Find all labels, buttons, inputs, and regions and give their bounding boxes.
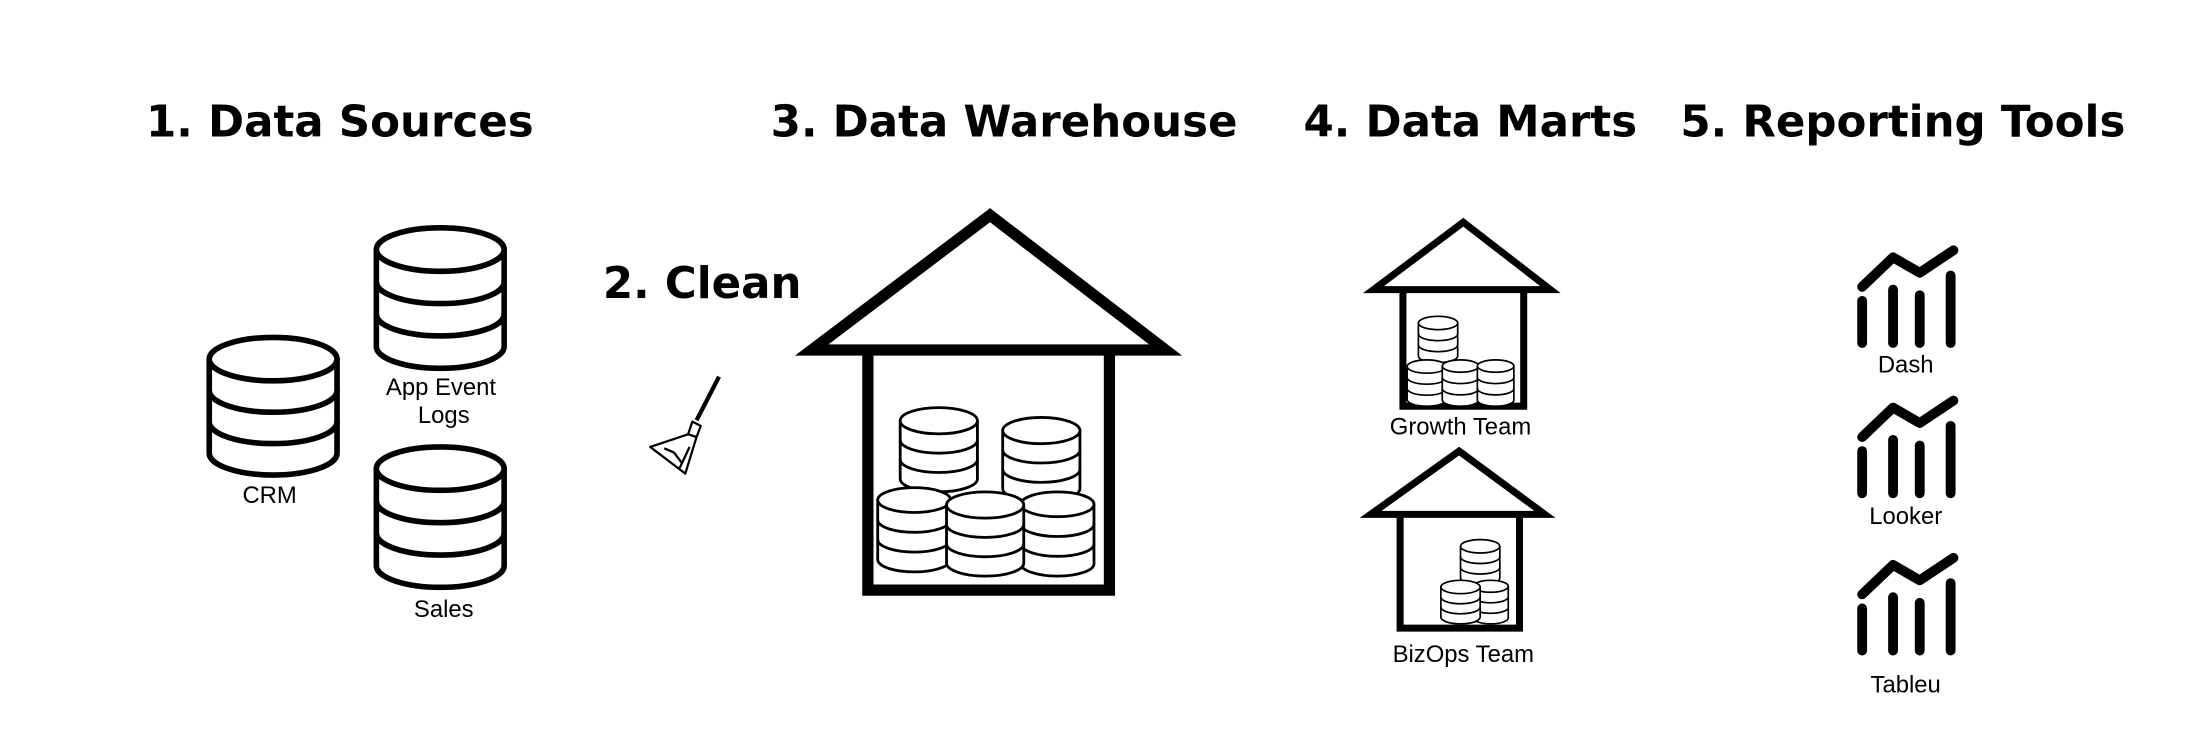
growth-database-4 [1476, 359, 1515, 408]
cylinder-band [1440, 606, 1482, 615]
mart-label-growth-team: Growth Team [1390, 413, 1531, 440]
broom-strands [663, 446, 691, 469]
broom-icon [649, 375, 721, 475]
chart-icon-dash [1857, 245, 1959, 348]
source-label-crm: CRM [242, 482, 296, 509]
warehouse-database-3 [876, 486, 953, 574]
cylinder-top [1440, 579, 1482, 595]
cylinder-top [373, 225, 507, 275]
cylinder-body [1440, 586, 1482, 625]
cylinder-top [1417, 315, 1459, 331]
broom-handle [694, 375, 721, 422]
cylinder-band [1459, 566, 1501, 575]
warehouse-database-5 [945, 490, 1026, 578]
trend-line [1857, 395, 1959, 443]
cylinder-body [1019, 502, 1096, 578]
tool-label-looker: Looker [1869, 503, 1942, 530]
warehouse-database-2 [1001, 416, 1082, 504]
mart-house-icon-bizops [1359, 446, 1556, 632]
cylinder-top [1441, 359, 1480, 374]
cylinder-band [206, 387, 340, 416]
cylinder-band [373, 498, 507, 526]
cylinder-band [1459, 555, 1501, 565]
cylinder-top [1406, 359, 1448, 375]
title-data-marts: 4. Data Marts [1304, 98, 1638, 148]
house-roof [794, 208, 1183, 356]
house-roof [1359, 446, 1556, 518]
warehouse-database-1 [898, 406, 979, 494]
trend-line [1857, 245, 1959, 292]
cylinder-top [1001, 416, 1082, 446]
trend-line [1857, 552, 1959, 600]
tool-label-dash: Dash [1878, 351, 1934, 378]
growth-database-2 [1406, 359, 1448, 408]
cylinder-top [206, 334, 340, 384]
growth-database-3 [1441, 359, 1480, 408]
source-label-app-event: App Event [386, 374, 496, 401]
database-icon-sales [373, 444, 507, 591]
cylinder-band [898, 457, 979, 474]
cylinder-body [945, 503, 1026, 578]
bizops-database-1 [1459, 538, 1501, 586]
cylinder-top [1476, 359, 1515, 374]
tool-label-tableu: Tableu [1871, 672, 1941, 699]
mart-label-bizops-team: BizOps Team [1393, 641, 1534, 668]
cylinder-band [945, 522, 1026, 539]
house-roof [1362, 217, 1561, 294]
database-icon-crm [206, 334, 340, 478]
house-walls [1396, 514, 1524, 632]
chart-icon-tableu [1857, 552, 1959, 656]
cylinder-band [373, 279, 507, 307]
cylinder-top [1459, 538, 1501, 554]
cylinder-body [373, 465, 507, 591]
cylinder-body [206, 356, 340, 478]
cylinder-band [373, 311, 507, 339]
cylinder-top [1019, 490, 1096, 519]
chart-icon-looker [1857, 395, 1959, 499]
bizops-database-3 [1440, 579, 1482, 625]
cylinder-band [1476, 376, 1515, 385]
cylinder-band [206, 419, 340, 447]
cylinder-band [1001, 467, 1082, 484]
cylinder-band [1476, 387, 1515, 396]
cylinder-band [1417, 344, 1459, 353]
cylinder-band [898, 438, 979, 455]
source-label-logs: Logs [418, 402, 470, 429]
cylinder-body [1476, 365, 1515, 408]
growth-database-1 [1417, 315, 1459, 364]
cylinder-band [1001, 448, 1082, 465]
title-data-warehouse: 3. Data Warehouse [771, 98, 1238, 148]
title-reporting-tools: 5. Reporting Tools [1680, 98, 2125, 148]
warehouse-house-icon [794, 208, 1183, 596]
cylinder-top [898, 406, 979, 436]
warehouse-database-4 [1019, 490, 1096, 578]
title-data-sources: 1. Data Sources [146, 98, 534, 148]
house-walls [862, 350, 1116, 596]
cylinder-top [945, 490, 1026, 520]
cylinder-band [945, 542, 1026, 559]
title-clean: 2. Clean [603, 259, 802, 309]
source-label-sales: Sales [414, 596, 474, 623]
cylinder-top [373, 444, 507, 494]
cylinder-body [373, 246, 507, 372]
broom-bristles [649, 433, 698, 475]
cylinder-top [876, 486, 953, 514]
cylinder-band [373, 530, 507, 558]
cylinder-band [1417, 333, 1459, 342]
database-icon-app-event-logs [373, 225, 507, 372]
cylinder-band [1440, 596, 1482, 605]
